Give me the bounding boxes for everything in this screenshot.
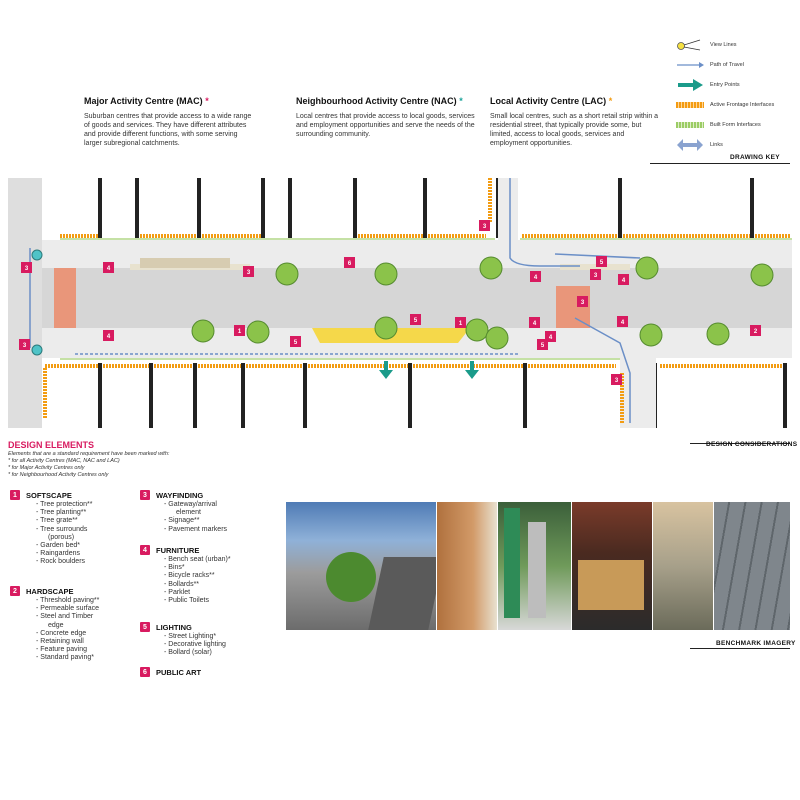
- benchmark-rule: [690, 648, 790, 649]
- svg-text:3: 3: [23, 343, 27, 349]
- active-frontage-swatch: [676, 102, 704, 108]
- svg-text:6: 6: [348, 261, 352, 267]
- benchmark-heading: BENCHMARK IMAGERY: [716, 640, 796, 647]
- benchmark-photo-brick: [437, 502, 497, 630]
- centre-mac: Major Activity Centre (MAC) * Suburban c…: [84, 96, 254, 148]
- design-considerations-rule: [690, 443, 790, 444]
- svg-text:3: 3: [25, 266, 29, 272]
- centre-title: Local Activity Centre (LAC) *: [490, 96, 613, 106]
- svg-text:4: 4: [621, 320, 625, 326]
- benchmark-photo-signage: [498, 502, 571, 630]
- key-row: Active Frontage Interfaces: [676, 98, 774, 112]
- category-hardscape: 2 HARDSCAPE: [10, 586, 74, 596]
- trees: [191, 256, 774, 350]
- active-frontage: [43, 178, 790, 423]
- svg-text:4: 4: [107, 266, 111, 272]
- softscape-items: Tree protection** Tree planting** Tree g…: [36, 501, 92, 567]
- key-row: Links: [676, 138, 723, 152]
- element-markers: 3 4 3 6 5 4 3 4 3 3 4 1 5 5 1 4 5 4 4 3 …: [19, 220, 761, 385]
- svg-text:4: 4: [622, 278, 626, 284]
- key-row: Path of Travel: [676, 58, 744, 72]
- svg-text:4: 4: [549, 335, 553, 341]
- built-form-swatch: [676, 122, 704, 128]
- centre-title: Major Activity Centre (MAC) *: [84, 96, 209, 106]
- svg-text:5: 5: [541, 343, 545, 349]
- furniture-items: Bench seat (urban)* Bins* Bicycle racks*…: [164, 556, 230, 605]
- svg-text:4: 4: [533, 321, 537, 327]
- centre-title: Neighbourhood Activity Centre (NAC) *: [296, 96, 463, 106]
- path-of-travel-icon: [677, 62, 704, 68]
- svg-text:3: 3: [594, 273, 598, 279]
- centre-description: Local centres that provide access to loc…: [296, 113, 475, 138]
- svg-text:5: 5: [600, 260, 604, 266]
- svg-text:3: 3: [247, 270, 251, 276]
- category-furniture: 4 FURNITURE: [140, 545, 199, 555]
- view-lines-icon: [677, 39, 701, 51]
- centre-lac: Local Activity Centre (LAC) * Small loca…: [490, 96, 660, 148]
- key-row: View Lines: [676, 38, 737, 52]
- drawing-key-rule: [650, 163, 790, 164]
- category-public-art: 6 PUBLIC ART: [140, 667, 201, 677]
- entry-arrows: [379, 361, 479, 379]
- key-row: Built Form Interfaces: [676, 118, 761, 132]
- centre-description: Suburban centres that provide access to …: [84, 113, 252, 147]
- category-softscape: 1 SOFTSCAPE: [10, 490, 72, 500]
- street-lights: [31, 249, 43, 356]
- svg-text:3: 3: [615, 378, 619, 384]
- category-lighting: 5 LIGHTING: [140, 622, 192, 632]
- hardscape-items: Threshold paving** Permeable surface Ste…: [36, 597, 99, 663]
- drawing-key: View Lines Path of Travel Entry Points A…: [676, 36, 800, 166]
- svg-text:5: 5: [414, 318, 418, 324]
- building-lines-bottom: [98, 363, 787, 428]
- benchmark-photo-shopfront: [572, 502, 652, 630]
- svg-text:1: 1: [238, 329, 242, 335]
- svg-text:3: 3: [581, 300, 585, 306]
- side-street: [8, 178, 42, 428]
- links-icon: [677, 139, 703, 151]
- svg-text:2: 2: [754, 329, 758, 335]
- design-elements-title: DESIGN ELEMENTS: [8, 440, 95, 450]
- svg-text:4: 4: [534, 275, 538, 281]
- threshold-crossing-left: [54, 268, 76, 328]
- street-plan: 3 4 3 6 5 4 3 4 3 3 4 1 5 5 1 4 5 4 4 3 …: [0, 178, 800, 428]
- benchmark-photo-paving: [714, 502, 790, 630]
- benchmark-photo-street: [286, 502, 436, 630]
- svg-text:1: 1: [459, 321, 463, 327]
- key-row: Entry Points: [676, 78, 740, 92]
- svg-text:4: 4: [107, 334, 111, 340]
- design-elements-note: Elements that are a standard requirement…: [8, 451, 170, 478]
- design-considerations-heading: DESIGN CONSIDERATIONS: [706, 441, 798, 448]
- drawing-key-heading: DRAWING KEY: [730, 154, 780, 161]
- benchmark-photo-planter: [653, 502, 713, 630]
- centre-description: Small local centres, such as a short ret…: [490, 113, 659, 147]
- wayfinding-items: Gateway/arrival element Signage** Paveme…: [164, 501, 227, 534]
- lighting-items: Street Lighting* Decorative lighting Bol…: [164, 633, 226, 658]
- svg-text:3: 3: [483, 224, 487, 230]
- category-wayfinding: 3 WAYFINDING: [140, 490, 203, 500]
- svg-text:5: 5: [294, 340, 298, 346]
- centre-nac: Neighbourhood Activity Centre (NAC) * Lo…: [296, 96, 476, 139]
- entry-points-icon: [678, 79, 703, 91]
